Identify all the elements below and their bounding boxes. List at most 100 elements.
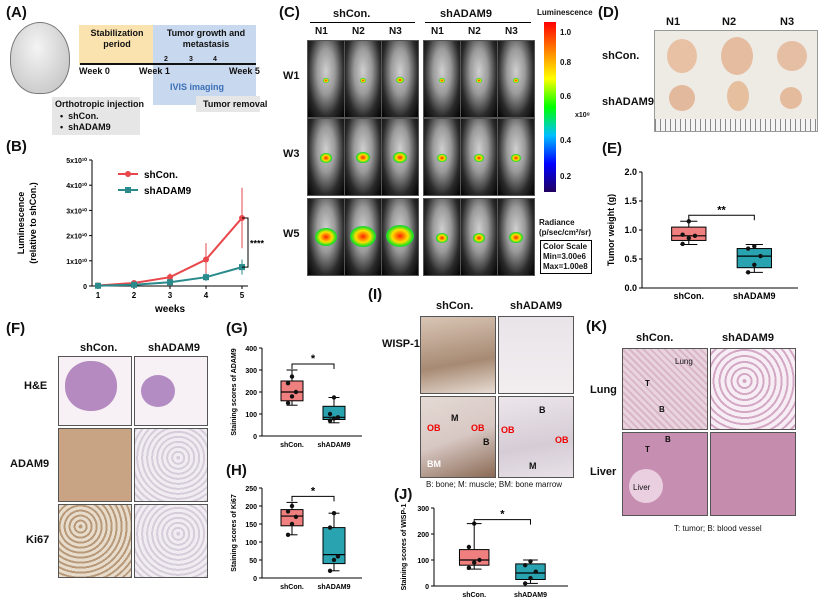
y-axis-label: Staining scores of Ki67 (231, 494, 238, 572)
c-group-shcon: shCon. (333, 8, 371, 20)
scale-tick: 0.4 (560, 136, 572, 145)
panel-d-tumors: N1 N2 N3 shCon. shADAM9 (598, 0, 822, 135)
f-col: shCon. (80, 342, 118, 354)
sig-bracket (688, 214, 755, 221)
c-col-label: N1 (431, 26, 444, 37)
data-point (686, 235, 691, 241)
x-tick-label: shADAM9 (317, 584, 350, 591)
timeline-axis (80, 63, 256, 65)
lung-shcon: T B Lung (622, 348, 708, 430)
y-tick-label: 150 (245, 522, 257, 529)
k-row: Liver (590, 466, 617, 478)
y-tick-label: 300 (245, 368, 257, 375)
data-point (285, 381, 291, 386)
data-point (167, 274, 173, 281)
data-point (522, 563, 528, 568)
k-caption: T: tumor; B: blood vessel (674, 524, 762, 533)
y-axis-label: Tumor weight (g) (606, 194, 616, 266)
x-tick-label: 2 (132, 291, 137, 300)
data-point (203, 256, 209, 263)
panel-k-metastasis: shCon. shADAM9 Lung Liver T B Lung T B L… (584, 320, 824, 606)
c-row-label: W1 (283, 70, 300, 82)
i-col: shCon. (436, 300, 474, 312)
data-point (95, 282, 101, 289)
k-row: Lung (590, 384, 617, 396)
ob-label: OB (471, 423, 485, 433)
scale-tick: 0.8 (560, 58, 572, 67)
luminescence-signal (320, 153, 332, 163)
legend-marker (125, 187, 131, 193)
k-col: shADAM9 (722, 332, 774, 344)
y-tick-label: 0 (253, 576, 257, 583)
label-b: B (659, 405, 665, 414)
removal-label: Tumor removal (203, 99, 268, 109)
y-tick-label: 5x10¹⁰ (66, 157, 87, 165)
mouse-illustration (10, 22, 70, 94)
tumor (780, 87, 802, 109)
d-row: shCon. (602, 50, 640, 62)
data-point (293, 389, 299, 395)
panel-label-c: (C) (279, 4, 300, 21)
luminescence-signal (396, 77, 404, 84)
data-point (131, 281, 137, 288)
week-2: 2 (164, 56, 168, 63)
luminescence-signal (393, 152, 407, 164)
c-group-line (425, 22, 531, 23)
data-point (327, 568, 333, 573)
week-5: Week 5 (229, 66, 260, 76)
label-m: M (451, 413, 459, 423)
ivis-mouse-image (460, 40, 498, 118)
panel-label-h: (H) (226, 462, 247, 479)
data-point (477, 557, 482, 563)
panel-f-histology: shCon. shADAM9 H&E ADAM9 Ki67 (0, 330, 225, 606)
ivis-mouse-image (497, 40, 535, 118)
ivis-mouse-image (307, 40, 345, 118)
data-point (331, 395, 337, 400)
label-b: B (539, 405, 546, 415)
label-m: M (529, 461, 537, 471)
tumor (667, 39, 697, 73)
ivis-mouse-image (423, 40, 461, 118)
panel-a-timeline: Stabilization period Tumor growth and me… (0, 0, 270, 135)
luminescence-signal (474, 154, 484, 162)
data-point (528, 559, 533, 564)
data-point (745, 246, 751, 251)
c-col-label: N1 (315, 26, 328, 37)
panel-c-ivis: shCon. shADAM9 Luminescence 1.0 0.8 0.6 … (275, 0, 600, 290)
x-axis-label: weeks (154, 304, 185, 315)
significance: **** (250, 239, 265, 249)
c-row-label: W5 (283, 228, 300, 240)
y-tick-label: 200 (245, 504, 257, 511)
legend-label: shADAM9 (144, 186, 192, 197)
data-point (289, 521, 295, 527)
data-point (466, 565, 472, 570)
x-tick-label: shCon. (674, 291, 705, 301)
y-tick-label: 1.0 (624, 225, 637, 235)
c-col-label: N2 (352, 26, 365, 37)
panel-label-a: (A) (6, 4, 27, 21)
significance: * (311, 353, 316, 365)
f-row: H&E (24, 380, 48, 392)
y-tick-label: 100 (245, 412, 257, 419)
data-point (331, 511, 337, 516)
week-0: Week 0 (79, 66, 110, 76)
x-tick-label: 5 (240, 291, 245, 300)
stabilization-label: Stabilization period (90, 28, 144, 49)
data-point (285, 509, 291, 514)
sig-bracket (291, 363, 335, 369)
significance: ** (717, 204, 726, 216)
data-point (289, 374, 295, 379)
y-tick-label: 0.0 (624, 283, 637, 293)
y-tick-label: 2x10¹⁰ (66, 233, 87, 241)
box (736, 248, 772, 269)
luminescence-signal (437, 154, 447, 162)
ivis-mouse-image (381, 118, 419, 196)
box (280, 380, 304, 402)
he-shadam9 (134, 356, 208, 426)
x-tick-label: shADAM9 (733, 291, 776, 301)
scale-title: Luminescence (537, 8, 593, 17)
ivis-mouse-image (344, 118, 382, 196)
d-col: N1 (666, 16, 681, 28)
data-point (686, 219, 691, 224)
